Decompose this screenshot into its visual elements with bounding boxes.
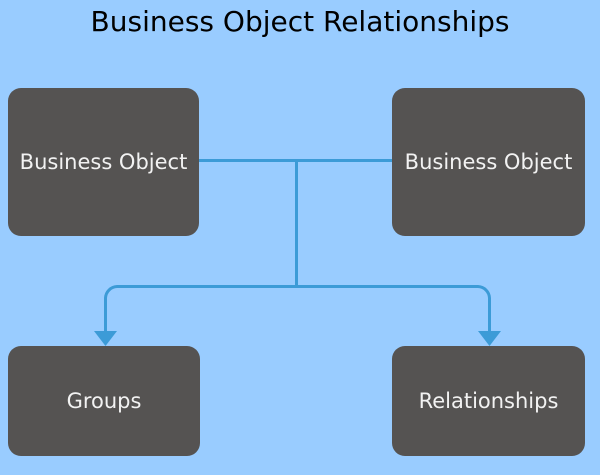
page-title: Business Object Relationships bbox=[90, 5, 510, 38]
node-label: Groups bbox=[66, 389, 142, 413]
connector-line-elbow-left bbox=[104, 285, 297, 333]
node-label: Business Object bbox=[19, 150, 188, 174]
node-label: Business Object bbox=[404, 150, 573, 174]
node-label: Relationships bbox=[418, 389, 559, 413]
arrowhead-groups-icon bbox=[94, 331, 117, 346]
connector-line-elbow-right bbox=[296, 285, 491, 333]
connector-to-groups bbox=[94, 285, 297, 346]
connector-to-relationships bbox=[296, 285, 501, 346]
node-groups[interactable]: Groups bbox=[8, 346, 200, 456]
arrowhead-relationships-icon bbox=[478, 331, 501, 346]
node-business-object-right[interactable]: Business Object bbox=[392, 88, 585, 236]
node-business-object-left[interactable]: Business Object bbox=[8, 88, 199, 236]
node-relationships[interactable]: Relationships bbox=[392, 346, 585, 456]
